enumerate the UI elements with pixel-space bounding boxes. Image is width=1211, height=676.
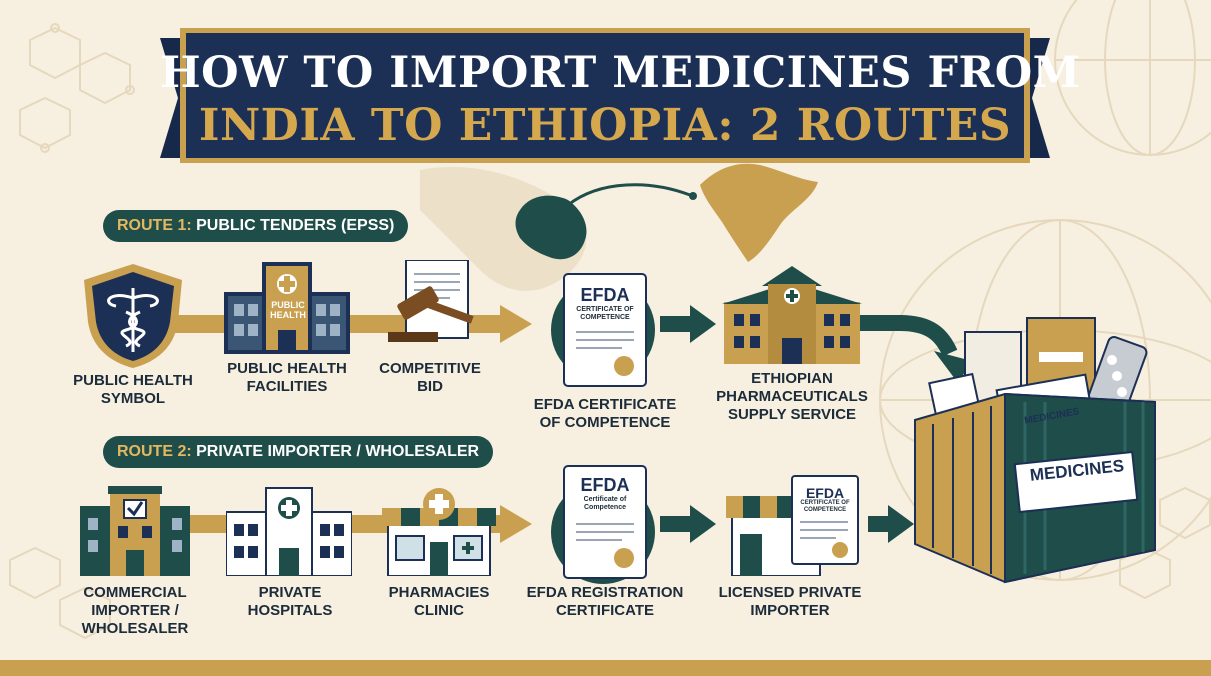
route-2-prefix: ROUTE 2: — [117, 443, 192, 460]
ethiopia-map-icon — [515, 195, 587, 260]
commercial-importer-building-icon — [80, 486, 190, 576]
route-1-step-2-label: PUBLIC HEALTH FACILITIES — [227, 360, 347, 395]
route-2-step-1-label: COMMERCIAL IMPORTER / WHOLESALER — [81, 584, 189, 637]
map-connector-arc — [567, 183, 691, 207]
route-1-step-4-label: EFDA CERTIFICATE OF COMPETENCE — [533, 396, 677, 431]
public-health-building-icon — [224, 262, 350, 354]
route-2-step-4-label: EFDA REGISTRATION CERTIFICATE — [526, 584, 684, 619]
route-2-to-container-arrow — [868, 505, 914, 543]
route-1-to-container-arrow — [860, 315, 972, 383]
route-1-cert-heading: EFDA — [580, 285, 630, 305]
route-2-cert-heading: EFDA — [580, 475, 630, 495]
route-1-title: PUBLIC TENDERS (EPSS) — [191, 217, 395, 234]
route-1-step-5-label: ETHIOPIAN PHARMACEUTICALS SUPPLY SERVICE — [716, 370, 868, 423]
private-hospital-icon — [226, 487, 352, 576]
building-sign-text: PUBLIC HEALTH — [270, 300, 306, 320]
globe-top-icon — [1054, 0, 1211, 156]
india-map-icon — [700, 163, 818, 262]
epss-building-icon — [722, 266, 862, 364]
route-2-teal-arrow — [660, 505, 716, 543]
route-1-cert-subtext: CERTIFICATE OF COMPETENCE — [576, 306, 634, 321]
title-banner-shape — [160, 28, 1050, 163]
route-1-step-1-label: PUBLIC HEALTH SYMBOL — [73, 372, 193, 407]
route-2-step-3-label: PHARMACIES CLINIC — [388, 584, 490, 619]
efda-registration-certificate-icon — [563, 465, 647, 579]
title-line-2: INDIA TO ETHIOPIA: 2 ROUTES — [198, 100, 1012, 151]
title-banner: HOW TO IMPORT MEDICINES FROM INDIA TO ET… — [160, 28, 1081, 168]
small-cert-heading: EFDA — [805, 485, 845, 501]
route-1-label: ROUTE 1: PUBLIC TENDERS (EPSS) — [103, 210, 409, 242]
pharmacy-clinic-icon — [382, 488, 496, 576]
route-2-label: ROUTE 2: PRIVATE IMPORTER / WHOLESALER — [103, 436, 494, 468]
route-2-cert-subtext: Certificate of Competence — [583, 496, 627, 511]
medicine-container-icon — [914, 317, 1156, 584]
route-2-step-2-label: PRIVATE HOSPITALS — [247, 584, 333, 619]
caduceus-shield-icon — [84, 264, 182, 368]
licensed-importer-certificate-icon — [791, 475, 859, 565]
efda-certificate-icon — [563, 273, 647, 387]
route-2-step-5-label: LICENSED PRIVATE IMPORTER — [718, 584, 862, 619]
route-1-prefix: ROUTE 1: — [117, 217, 192, 234]
bottom-gold-strip — [0, 660, 1211, 676]
gavel-document-icon — [388, 260, 474, 342]
route-1-teal-arrow — [660, 305, 716, 343]
route-2-title: PRIVATE IMPORTER / WHOLESALER — [191, 443, 480, 460]
title-line-1: HOW TO IMPORT MEDICINES FROM — [160, 48, 1081, 98]
route-1-step-3-label: COMPETITIVE BID — [379, 360, 481, 395]
molecule-pattern-icon — [9, 23, 1211, 640]
small-cert-subtext: CERTIFICATE OF COMPETENCE — [800, 500, 850, 513]
